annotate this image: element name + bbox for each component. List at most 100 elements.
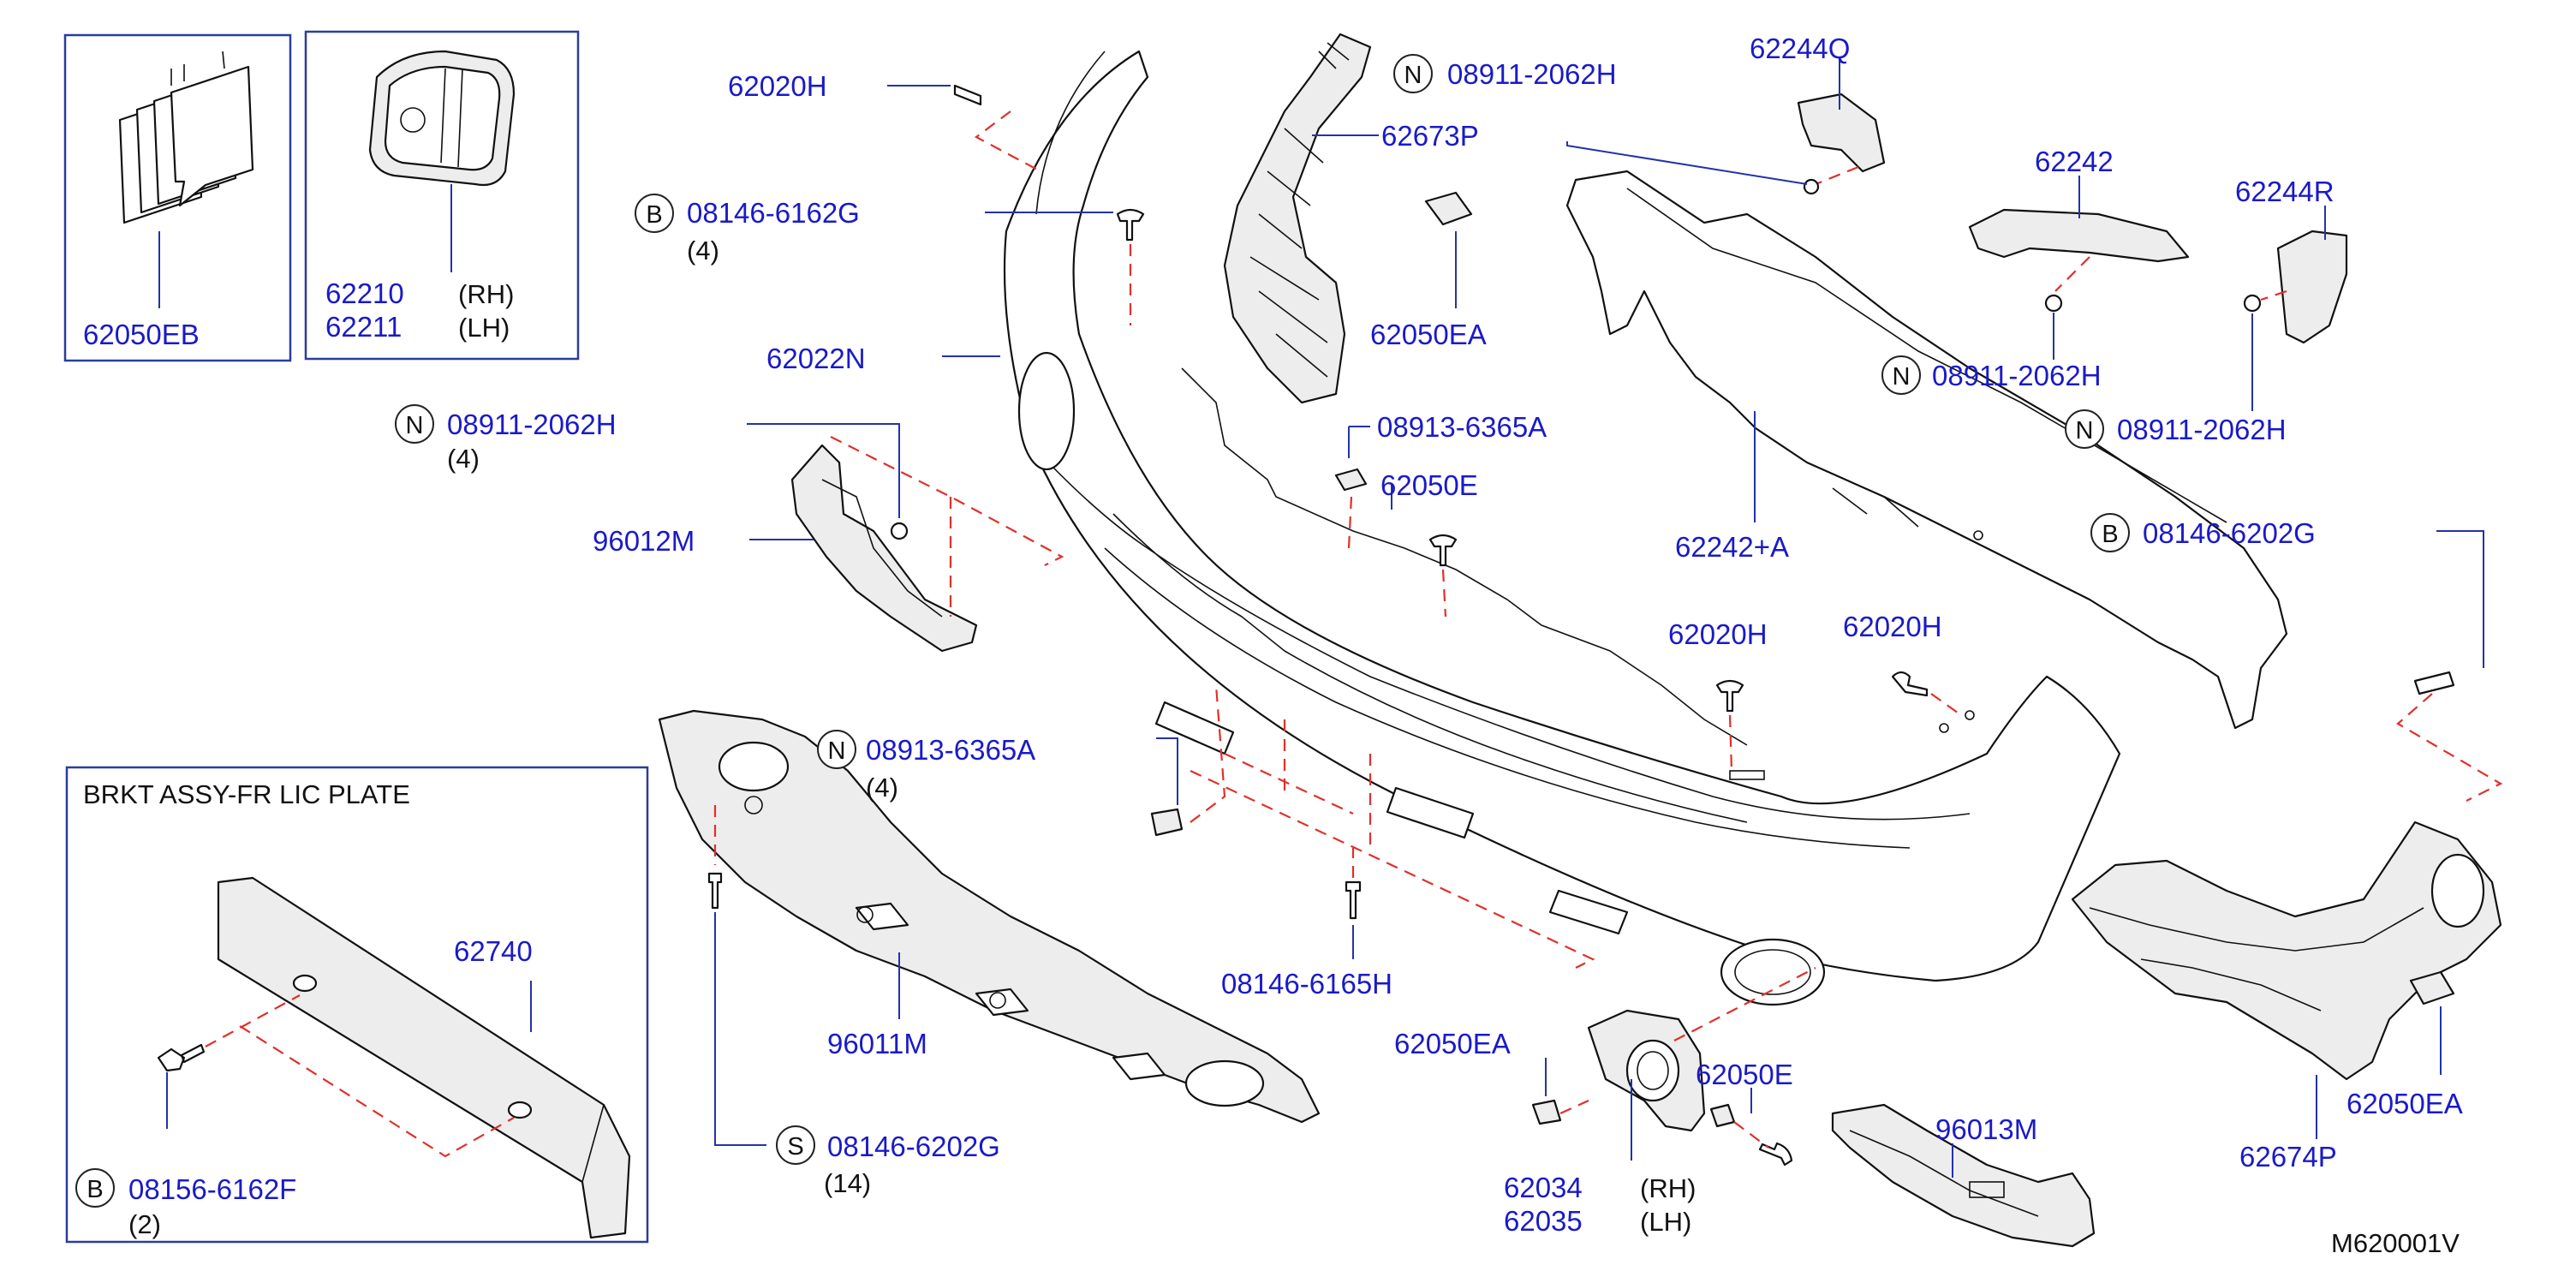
label-62210: 62210 xyxy=(325,277,404,309)
plate-62740 xyxy=(217,876,631,1239)
pin-62050E-bottom xyxy=(1758,1142,1793,1167)
leader-08911-left xyxy=(747,423,900,518)
pin-62020H-right xyxy=(1891,671,1929,697)
dash-08146-6202G-right xyxy=(2396,693,2503,802)
label-62050EB: 62050EB xyxy=(83,319,200,350)
bracket-96012M xyxy=(790,444,978,653)
dash-62740 xyxy=(205,994,515,1158)
label-62020H-right: 62020H xyxy=(1843,611,1942,642)
dash-62020H-mid xyxy=(1728,714,1733,772)
label-08146-6202G-right: 08146-6202G xyxy=(2143,517,2316,549)
clip-62050EA-right xyxy=(2409,970,2455,1005)
label-rh-2: (RH) xyxy=(1640,1173,1696,1203)
marker-b-right-text: B xyxy=(2102,521,2118,548)
label-62242: 62242 xyxy=(2035,146,2114,177)
fog-lamp-62034 xyxy=(1587,1009,1706,1132)
dash-62020H-right xyxy=(1930,693,1962,716)
label-62050EA-mid: 62050EA xyxy=(1394,1028,1511,1059)
nut-62244R xyxy=(2243,294,2262,313)
label-62020H-top: 62020H xyxy=(728,70,827,102)
dash-62244R xyxy=(2260,289,2287,301)
clip-stack-62050EB xyxy=(118,51,254,224)
label-62674P: 62674P xyxy=(2239,1141,2337,1173)
rail-96011M xyxy=(658,709,1321,1124)
marker-n-left xyxy=(395,404,434,444)
label-62035: 62035 xyxy=(1504,1205,1583,1237)
label-62244R: 62244R xyxy=(2235,176,2334,207)
leader-08146-6202G-bottom xyxy=(714,912,766,1146)
dash-08913-left xyxy=(1190,684,1595,969)
dash-62242 xyxy=(2054,256,2090,292)
frame-62050EB xyxy=(63,33,292,362)
marker-b-left-text: B xyxy=(646,201,662,229)
bolt-08146-6202G-bottom xyxy=(707,872,723,910)
bolt-08146-6165H xyxy=(1345,880,1362,920)
label-08146-6202G-bottom: 08146-6202G xyxy=(827,1131,1000,1162)
label-qty-4-c: (4) xyxy=(866,773,898,803)
marker-b-left xyxy=(635,194,674,233)
dash-62020H-top xyxy=(974,110,1041,172)
marker-n-top-text: N xyxy=(1404,62,1422,89)
bracket-62674P xyxy=(2071,820,2502,1081)
nut-62244Q xyxy=(1803,178,1820,195)
dash-62050E-top xyxy=(1441,569,1447,618)
dash-96012M-a xyxy=(830,436,1064,566)
marker-n-lower xyxy=(817,730,856,769)
bracket-62242 xyxy=(1968,208,2190,263)
marker-n-right-text: N xyxy=(2076,417,2094,445)
marker-b-plate xyxy=(75,1168,115,1208)
label-62050EA-right: 62050EA xyxy=(2346,1088,2463,1119)
label-qty-4-a: (4) xyxy=(687,236,719,266)
label-08146-6165H: 08146-6165H xyxy=(1221,968,1392,999)
label-08911-2062H-left: 08911-2062H xyxy=(447,409,617,440)
label-08913-6365A-left: 08913-6365A xyxy=(866,734,1035,766)
clip-62050EA-mid xyxy=(1531,1099,1562,1125)
marker-n-top xyxy=(1393,54,1433,93)
marker-n-mid xyxy=(1881,355,1921,395)
bracket-62244Q xyxy=(1797,92,1886,173)
nut-62242 xyxy=(2044,294,2063,313)
bracket-62210 xyxy=(368,50,516,187)
label-08913-6365A-top: 08913-6365A xyxy=(1377,411,1547,443)
bolt-08156-6162F xyxy=(157,1043,206,1072)
marker-n-mid-text: N xyxy=(1893,363,1911,391)
label-rh-1: (RH) xyxy=(458,279,514,309)
label-62242-A: 62242+A xyxy=(1675,531,1789,563)
pin-62050E-top xyxy=(1428,534,1458,567)
marker-n-lower-text: N xyxy=(828,737,846,765)
label-08146-6162G: 08146-6162G xyxy=(687,197,860,229)
leader-08913-6365A-left xyxy=(1156,737,1178,805)
label-96011M: 96011M xyxy=(827,1028,927,1059)
dash-62034 xyxy=(1673,967,1816,1041)
label-lh-1: (LH) xyxy=(458,313,510,343)
label-62673P: 62673P xyxy=(1381,120,1479,152)
marker-b-right xyxy=(2090,513,2130,552)
label-08911-2062H-right: 08911-2062H xyxy=(2117,414,2287,445)
frame-license-plate-bracket xyxy=(65,766,649,1244)
bolt-08146-6162G xyxy=(1116,208,1145,242)
label-lh-2: (LH) xyxy=(1640,1207,1691,1237)
label-62050E-top: 62050E xyxy=(1380,469,1478,501)
label-62022N: 62022N xyxy=(766,343,866,374)
label-96013M: 96013M xyxy=(1935,1113,2037,1145)
label-qty-14: (14) xyxy=(824,1168,871,1198)
leader-08146-6202G-right xyxy=(2436,530,2484,668)
clip-62050EA-top xyxy=(1424,191,1473,226)
clip-08913-6365A-top xyxy=(1334,468,1368,492)
bracket-62673P xyxy=(1223,33,1372,404)
marker-s-bottom-text: S xyxy=(787,1133,803,1161)
clip-62050E-bottom xyxy=(1709,1103,1736,1128)
nut-96012M xyxy=(890,522,909,540)
label-62740: 62740 xyxy=(454,935,533,967)
diagram-code: M620001V xyxy=(2331,1228,2460,1258)
label-62034: 62034 xyxy=(1504,1172,1583,1203)
bolt-62020H-top xyxy=(953,84,982,106)
label-qty-4-b: (4) xyxy=(447,444,480,474)
reinforcement-62242A xyxy=(1565,170,2288,730)
leader-nut-62244Q xyxy=(1566,141,1808,185)
label-08911-2062H-top: 08911-2062H xyxy=(1447,58,1617,90)
dash-62244Q xyxy=(1815,165,1859,186)
bolt-08146-6202G-right xyxy=(2413,671,2455,695)
bumper-fascia-62022N xyxy=(1003,50,2121,1006)
